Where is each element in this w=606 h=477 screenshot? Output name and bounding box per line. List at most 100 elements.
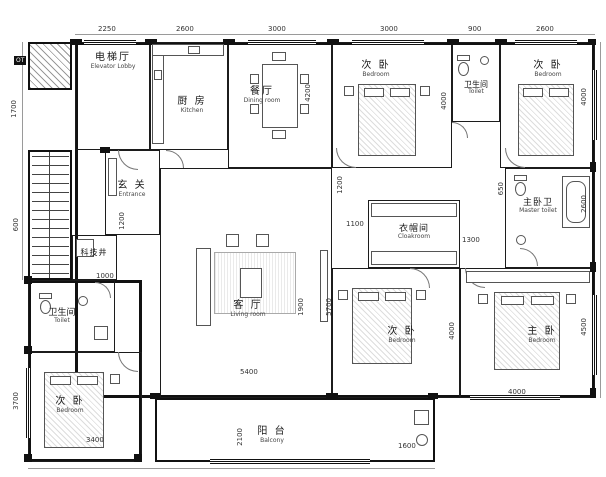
- dim-label: 3400: [86, 436, 104, 444]
- bathtub-inner: [566, 181, 586, 223]
- dim-label: 600: [12, 218, 20, 232]
- dim-label: 650: [497, 182, 505, 196]
- dim-label: 4500: [580, 318, 588, 336]
- window: [248, 40, 316, 45]
- column: [24, 454, 32, 462]
- dim-label: 1900: [297, 298, 305, 316]
- dim-label: 1600: [398, 442, 416, 450]
- sofa-icon: [196, 248, 211, 326]
- bathtub-icon: [562, 176, 590, 228]
- chair-icon: [272, 52, 286, 61]
- room-toilet-left: [28, 280, 115, 352]
- window: [515, 40, 577, 45]
- dim-label: 2250: [98, 25, 116, 33]
- toilet-tank-icon: [39, 293, 52, 299]
- stairs-icon: [32, 156, 69, 274]
- dim-label: 1700: [10, 100, 18, 118]
- armchair-icon: [256, 234, 269, 247]
- shaft-hatch: [76, 239, 94, 257]
- column: [100, 147, 110, 153]
- room-kitchen: [150, 42, 228, 150]
- column: [70, 39, 82, 45]
- pillow-icon: [358, 292, 379, 301]
- washer-icon: [414, 410, 429, 425]
- armchair-icon: [226, 234, 239, 247]
- dim-label: 3000: [268, 25, 286, 33]
- column: [134, 454, 142, 462]
- sink-icon: [416, 434, 428, 446]
- wardrobe-icon: [371, 251, 457, 265]
- column: [24, 346, 32, 354]
- pillow-icon: [390, 88, 410, 97]
- window: [470, 395, 560, 400]
- column: [428, 393, 438, 399]
- column: [590, 162, 596, 172]
- dim-chain-bottom: [28, 468, 435, 469]
- pillow-icon: [523, 88, 543, 97]
- dim-label: 2600: [580, 195, 588, 213]
- nightstand-icon: [110, 374, 120, 384]
- stove-icon: [188, 46, 200, 54]
- column: [495, 39, 507, 45]
- dim-label: 4000: [508, 388, 526, 396]
- bed-icon: [518, 84, 574, 156]
- stairs-divider: [49, 152, 50, 278]
- pillow-icon: [50, 376, 71, 385]
- room-living: [160, 168, 332, 398]
- room-shaft: [72, 235, 117, 280]
- sink-icon: [78, 296, 88, 306]
- dim-label: 4000: [580, 88, 588, 106]
- washer-icon: [94, 326, 108, 340]
- column: [223, 39, 235, 45]
- bed-icon: [44, 372, 104, 448]
- nightstand-icon: [420, 86, 430, 96]
- column: [327, 39, 339, 45]
- bed-icon: [494, 292, 560, 370]
- wardrobe-icon: [371, 203, 457, 217]
- column: [24, 276, 32, 284]
- dim-label: 4200: [304, 84, 312, 102]
- column: [447, 39, 459, 45]
- column: [590, 262, 596, 272]
- nightstand-icon: [344, 86, 354, 96]
- elevator-shaft: [28, 42, 72, 90]
- room-bedroom-bottom-mid: [332, 268, 460, 398]
- dim-label: 1200: [336, 176, 344, 194]
- toilet-icon: [515, 182, 526, 196]
- elevator-shaft-label: OT: [14, 56, 27, 65]
- window: [592, 295, 597, 375]
- dim-label: 900: [468, 25, 482, 33]
- dim-label: 4000: [440, 92, 448, 110]
- dim-label: 5700: [325, 298, 333, 316]
- nightstand-icon: [338, 290, 348, 300]
- dim-chain-top: [75, 34, 595, 35]
- dim-label: 2600: [536, 25, 554, 33]
- dim-label: 2100: [236, 428, 244, 446]
- nightstand-icon: [478, 294, 488, 304]
- chair-icon: [250, 74, 259, 84]
- dim-label: 1100: [346, 220, 364, 228]
- chair-icon: [300, 104, 309, 114]
- room-cloakroom: [368, 200, 460, 268]
- stairwell: [28, 150, 72, 280]
- nightstand-icon: [566, 294, 576, 304]
- wardrobe-icon: [466, 271, 590, 283]
- window: [352, 40, 424, 45]
- dim-label: 1000: [96, 272, 114, 280]
- pillow-icon: [501, 296, 524, 305]
- bed-icon: [352, 288, 412, 364]
- window: [84, 40, 136, 45]
- chair-icon: [300, 74, 309, 84]
- dim-label: 1200: [118, 212, 126, 230]
- nightstand-icon: [416, 290, 426, 300]
- dining-table-icon: [262, 64, 298, 128]
- chair-icon: [272, 130, 286, 139]
- dim-chain-left: [22, 42, 23, 280]
- column: [145, 39, 157, 45]
- balcony-outline: [155, 398, 435, 462]
- kitchen-counter: [152, 44, 164, 144]
- room-elevator-lobby: [75, 42, 150, 150]
- chair-icon: [250, 104, 259, 114]
- pillow-icon: [77, 376, 98, 385]
